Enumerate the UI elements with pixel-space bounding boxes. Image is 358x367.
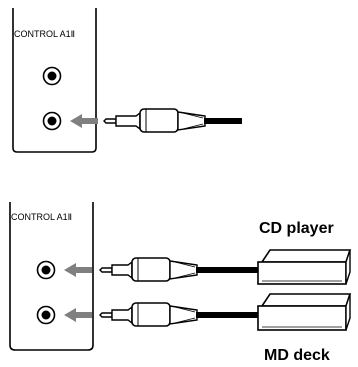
bottom-lower-insert-arrow-icon: [64, 308, 92, 322]
bottom-jack-lower: [36, 305, 56, 325]
bottom-lower-plug: [99, 302, 198, 327]
bottom-upper-plug: [99, 257, 198, 282]
top-jack-upper: [42, 66, 62, 86]
top-jack-lower: [42, 111, 62, 131]
top-panel: CONTROL A1Ⅱ: [12, 8, 97, 153]
md-deck-icon: [257, 293, 352, 331]
top-panel-label: CONTROL A1Ⅱ: [14, 29, 75, 39]
bottom-upper-cable: [196, 267, 260, 273]
cd-player-icon: [257, 249, 352, 285]
md-deck-label: MD deck: [264, 347, 330, 364]
bottom-lower-cable: [196, 312, 260, 318]
cd-player-label: CD player: [259, 220, 334, 237]
bottom-jack-upper: [36, 260, 56, 280]
bottom-panel: CONTROL A1Ⅱ: [9, 202, 94, 351]
top-plug: [103, 108, 206, 133]
bottom-upper-insert-arrow-icon: [64, 263, 92, 277]
top-cable: [204, 118, 242, 124]
top-insert-arrow-icon: [70, 114, 98, 128]
bottom-panel-label: CONTROL A1Ⅱ: [11, 212, 72, 222]
